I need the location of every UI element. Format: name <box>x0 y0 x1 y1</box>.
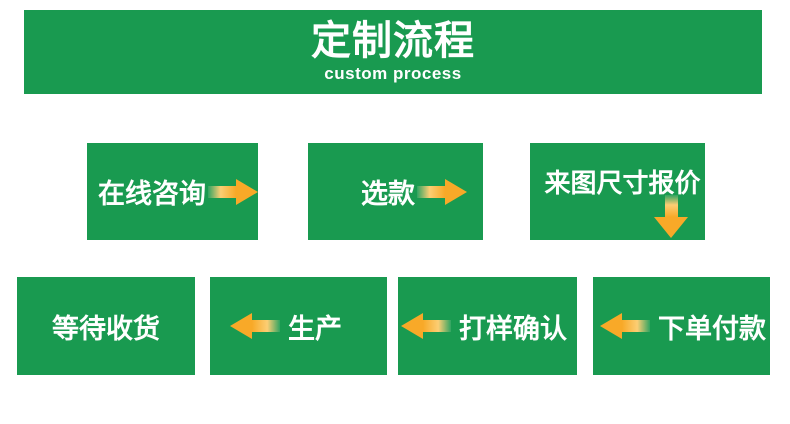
step-label: 打样确认 <box>459 313 567 344</box>
arrow-right-icon <box>417 178 467 205</box>
arrow-left-icon <box>230 313 280 339</box>
arrow-right-icon <box>208 178 258 205</box>
step-box-sample-confirm: 打样确认 <box>398 277 577 375</box>
step-label: 生产 <box>288 313 342 344</box>
step-box-size-quote: 来图尺寸报价 <box>530 143 705 240</box>
arrow-tail <box>664 195 678 217</box>
arrow-tail <box>423 320 451 332</box>
arrow-tail <box>622 320 650 332</box>
step-box-production: 生产 <box>210 277 387 375</box>
arrow-head <box>445 178 467 205</box>
step-box-order-payment: 下单付款 <box>593 277 770 375</box>
arrow-tail <box>417 185 445 198</box>
step-box-online-inquiry: 在线咨询 <box>87 143 258 240</box>
step-label: 等待收货 <box>52 313 160 344</box>
step-box-select-style: 选款 <box>308 143 483 240</box>
arrow-head <box>230 313 252 339</box>
page-subtitle: custom process <box>324 64 462 83</box>
step-box-wait-delivery: 等待收货 <box>17 277 195 375</box>
step-label: 在线咨询 <box>98 179 206 209</box>
page-title: 定制流程 <box>311 19 475 63</box>
step-label: 选款 <box>361 179 415 209</box>
arrow-head <box>236 178 258 205</box>
step-label: 来图尺寸报价 <box>544 168 701 198</box>
arrow-head <box>600 313 622 339</box>
arrow-left-icon <box>600 313 650 339</box>
step-label: 下单付款 <box>658 313 766 344</box>
arrow-head <box>401 313 423 339</box>
arrow-left-icon <box>401 313 451 339</box>
arrow-tail <box>208 185 236 198</box>
arrow-head <box>654 217 688 238</box>
header-banner: 定制流程 custom process <box>24 10 762 94</box>
arrow-down-icon <box>654 195 688 238</box>
arrow-tail <box>252 320 280 332</box>
